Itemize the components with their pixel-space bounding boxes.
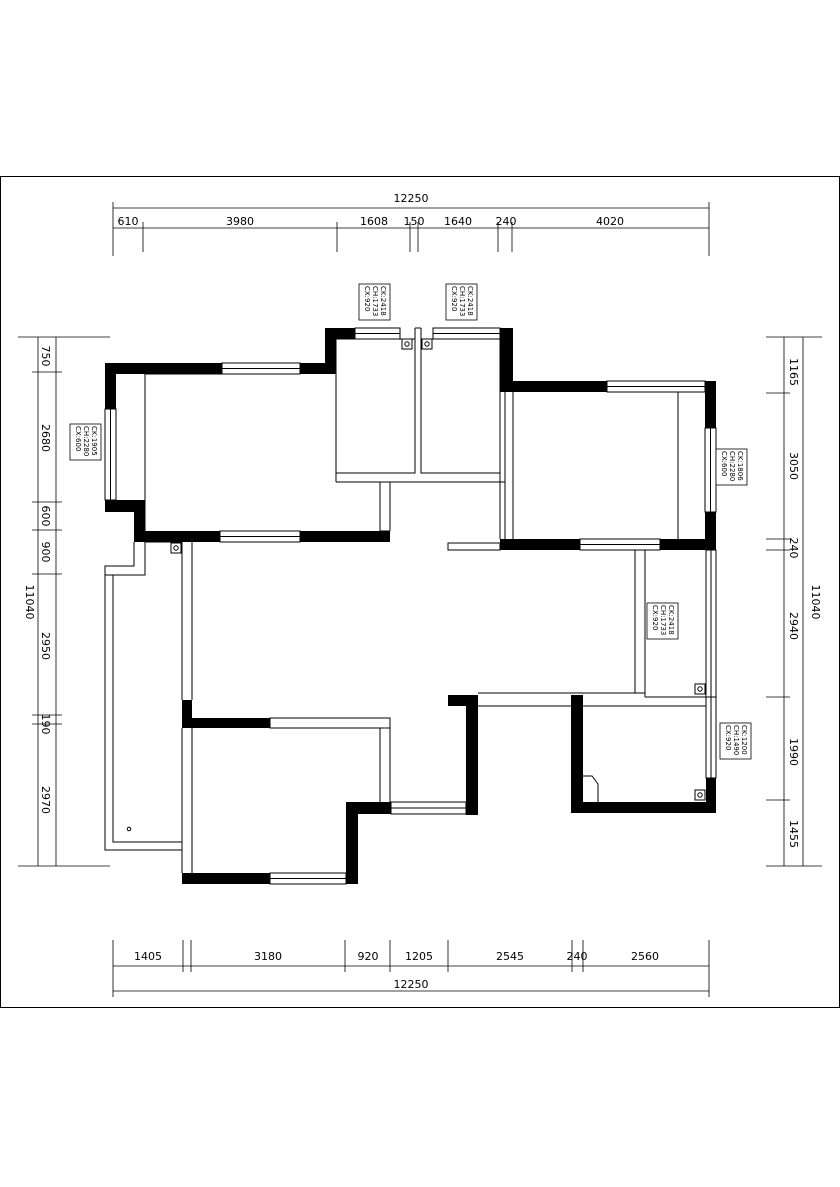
svg-text:CX:600: CX:600: [74, 426, 82, 451]
top-dim-5: 1640: [444, 215, 472, 228]
overall-depth-right: 11040: [809, 585, 822, 620]
window-tag-left: CK:1905 CH:2280 CX:600: [69, 423, 102, 461]
interior-lines: [104, 327, 717, 885]
right-dim-2: 3050: [787, 452, 800, 480]
walls: [105, 328, 716, 884]
overall-width-top: 12250: [394, 192, 429, 205]
right-dim-4: 2940: [787, 612, 800, 640]
drawing-frame: [0, 176, 840, 1008]
svg-text:CK:2418: CK:2418: [379, 286, 387, 316]
bottom-dim-5: 2545: [496, 950, 524, 963]
left-dim-7: 2970: [39, 786, 52, 814]
window-tag-top-a: CK:2418 CH:1733 CX:920: [358, 283, 391, 321]
bottom-dim-3: 920: [358, 950, 379, 963]
top-dim-2: 3980: [226, 215, 254, 228]
right-dim-3: 240: [787, 538, 800, 559]
right-dimensions: 1165 3050 240 2940 1990 1455 11040: [766, 336, 822, 867]
svg-text:CX:920: CX:920: [363, 286, 371, 311]
right-dim-1: 1165: [787, 358, 800, 386]
svg-text:CK:2418: CK:2418: [667, 605, 675, 635]
svg-text:CX:920: CX:920: [724, 725, 732, 750]
svg-text:CK:1905: CK:1905: [90, 426, 98, 456]
svg-text:CK:1806: CK:1806: [736, 451, 744, 481]
bottom-dim-2: 3180: [254, 950, 282, 963]
left-dim-2: 2680: [39, 424, 52, 452]
left-dimensions: 11040 750 2680 600 900 2950 190 2970: [18, 336, 110, 867]
right-dim-5: 1990: [787, 738, 800, 766]
window-tag-right-lower: CK:1200 CH:1490 CX:920: [719, 722, 752, 760]
bottom-dim-7: 2560: [631, 950, 659, 963]
svg-text:CH:1733: CH:1733: [371, 286, 379, 316]
top-dim-1: 610: [118, 215, 139, 228]
bottom-dim-1: 1405: [134, 950, 162, 963]
window-tag-right-upper: CK:1806 CH:2280 CX:600: [715, 448, 748, 486]
bottom-dimensions: 1405 3180 920 1205 2545 240 2560 12250: [112, 940, 710, 997]
left-dim-5: 2950: [39, 632, 52, 660]
top-dim-3: 1608: [360, 215, 388, 228]
top-dim-4: 150: [404, 215, 425, 228]
duct-markers: [170, 338, 706, 801]
svg-text:CH:1733: CH:1733: [458, 286, 466, 316]
svg-text:CX:600: CX:600: [720, 451, 728, 476]
overall-depth-left: 11040: [23, 585, 36, 620]
window-tag-right-mid: CK:2418 CH:1733 CX:920: [646, 602, 679, 640]
bottom-dim-4: 1205: [405, 950, 433, 963]
top-dimensions: 12250 610 3980 1608 150 1640 240 4020: [112, 192, 710, 256]
svg-text:CH:1733: CH:1733: [659, 605, 667, 635]
top-dim-7: 4020: [596, 215, 624, 228]
right-dim-6: 1455: [787, 820, 800, 848]
svg-text:CX:920: CX:920: [450, 286, 458, 311]
left-dim-4: 900: [39, 542, 52, 563]
svg-text:CH:1490: CH:1490: [732, 725, 740, 755]
svg-text:CK:2418: CK:2418: [466, 286, 474, 316]
svg-text:CH:2280: CH:2280: [82, 426, 90, 456]
top-dim-6: 240: [496, 215, 517, 228]
left-dim-1: 750: [39, 346, 52, 367]
svg-text:CK:1200: CK:1200: [740, 725, 748, 755]
left-dim-3: 600: [39, 506, 52, 527]
window-tag-top-b: CK:2418 CH:1733 CX:920: [445, 283, 478, 321]
overall-width-bottom: 12250: [394, 978, 429, 991]
svg-text:CH:2280: CH:2280: [728, 451, 736, 481]
svg-text:CX:920: CX:920: [651, 605, 659, 630]
left-dim-6: 190: [39, 714, 52, 735]
bottom-dim-6: 240: [567, 950, 588, 963]
